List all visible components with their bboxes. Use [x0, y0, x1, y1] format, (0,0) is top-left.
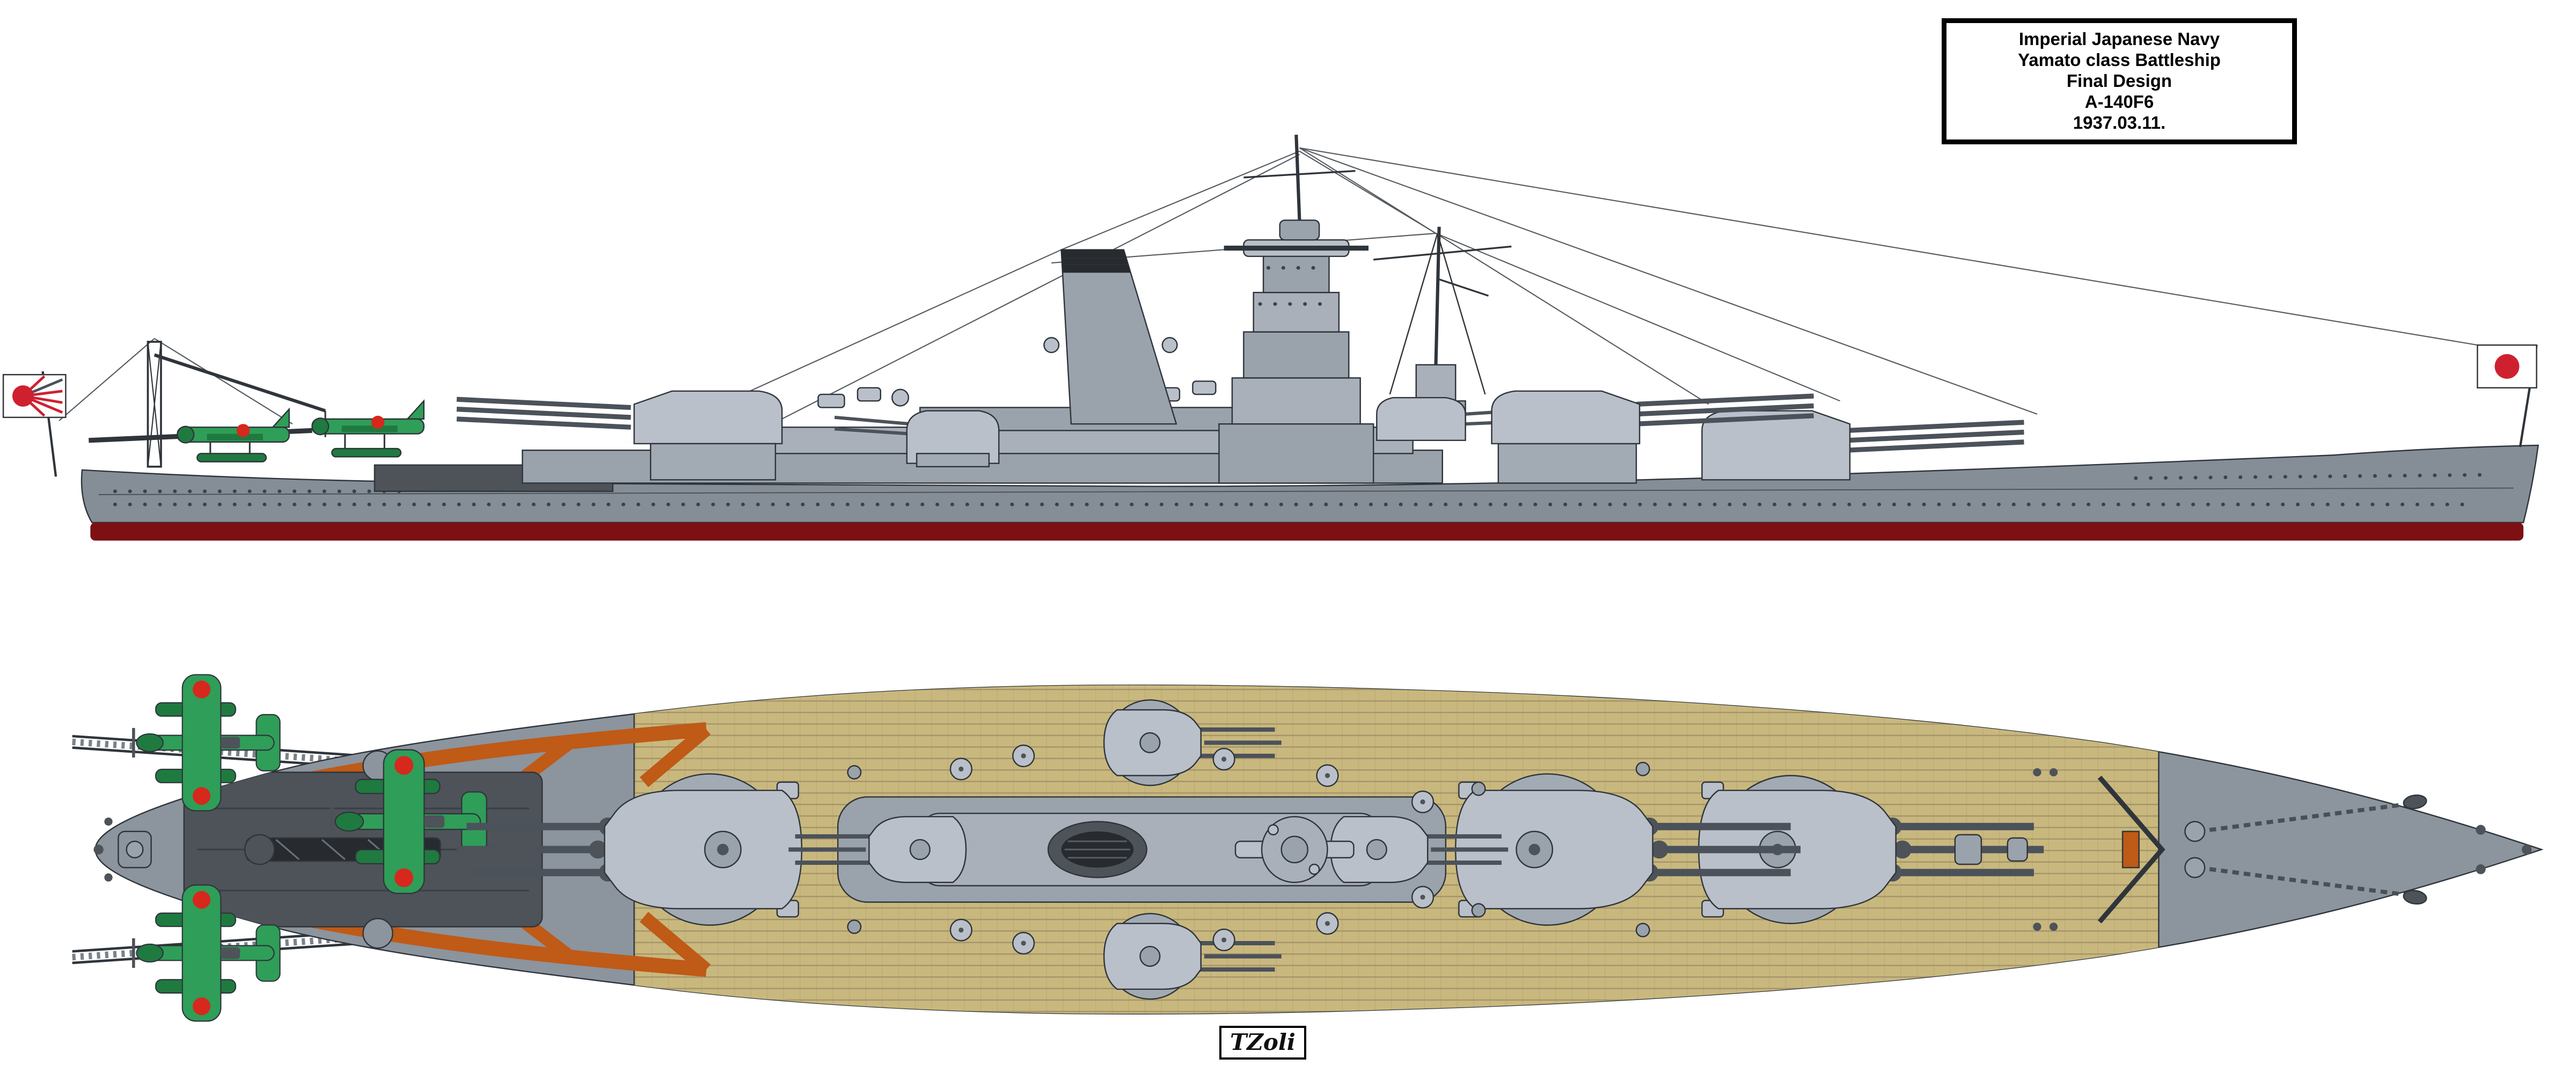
bridge-tower-plan [1234, 815, 1355, 883]
capstan [2184, 821, 2206, 842]
breakwater [2097, 775, 2165, 924]
top-plan-view [72, 674, 2544, 1025]
hawse-pipe [2403, 794, 2427, 810]
deck-edge-line [98, 487, 2514, 495]
deck-vents [847, 761, 1650, 938]
hinomaru-flag [2477, 344, 2538, 447]
anchor-chains [2184, 794, 2427, 905]
bollards [2033, 768, 2486, 931]
stern-fittings [93, 817, 152, 882]
funnel-plan [1047, 821, 1147, 878]
foremast-yard [1243, 170, 1356, 179]
title-line-design: Final Design [2066, 71, 2172, 91]
aa-mounts-plan [949, 744, 1435, 955]
title-line-class: Yamato class Battleship [2018, 50, 2221, 70]
foremast [1294, 135, 1301, 221]
bow-jackstaff-base [2521, 844, 2532, 855]
main-turret-2-side [1491, 390, 1814, 484]
rigging-lines [58, 147, 2517, 425]
title-line-code: A-140F6 [2084, 92, 2154, 112]
deck-hatches [1954, 834, 2028, 865]
secondary-turret-aft-side [834, 410, 1000, 468]
porthole-rows [113, 473, 2483, 506]
hawse-pipe [2403, 890, 2427, 905]
signature-box: TZoli [1219, 1026, 1306, 1060]
rising-sun-ensign [2, 371, 67, 477]
fore-deck-hatch-orange [2121, 831, 2140, 869]
title-line-date: 1937.03.11. [2073, 113, 2166, 133]
side-profile-view [2, 135, 2539, 541]
stern-crane [147, 341, 326, 468]
title-line-navy: Imperial Japanese Navy [2018, 29, 2220, 49]
floatplane-side-1 [177, 407, 290, 462]
funnel-cap [1061, 249, 1131, 273]
catapult-turntable-starboard [362, 917, 393, 949]
pagoda-bridge-tower [1218, 135, 1374, 484]
searchlight-icon [1161, 337, 1178, 354]
searchlight-icon [1043, 337, 1060, 354]
boot-topping-stripe [90, 522, 2524, 541]
main-turret-1-side [1701, 410, 2024, 481]
main-turret-3-side [456, 390, 783, 481]
capstan [2184, 857, 2206, 878]
artist-signature: TZoli [1230, 1029, 1296, 1055]
floatplane-side-2 [311, 399, 425, 458]
funnel-side [1043, 249, 1178, 425]
title-box: Imperial Japanese Navy Yamato class Batt… [1942, 18, 2297, 144]
